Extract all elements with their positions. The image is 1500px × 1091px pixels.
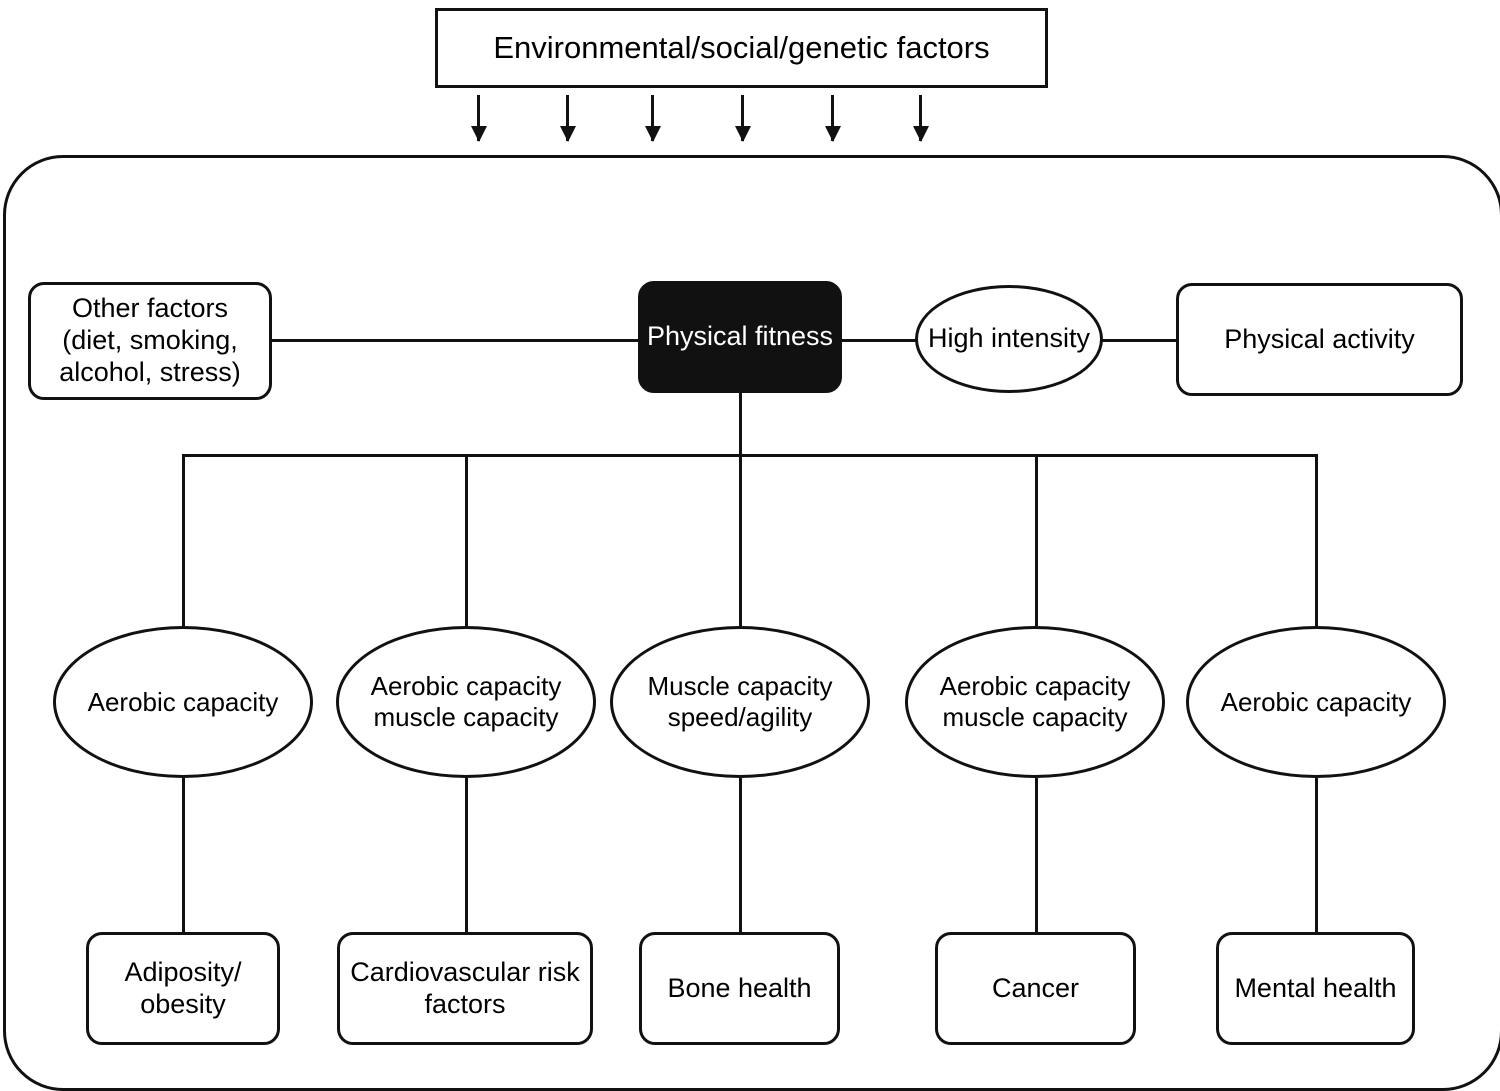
framework-container <box>3 155 1500 1091</box>
capacity-ellipse-5: Aerobic capacity <box>1186 626 1446 778</box>
down-arrow-3 <box>651 95 654 141</box>
outcome-label-3: Bone health <box>667 972 812 1003</box>
outcome-label-5: Mental health <box>1234 972 1397 1003</box>
capacity-label-4: Aerobic capacity muscle capacity <box>939 671 1131 732</box>
outcome-label-2: Cardiovascular risk factors <box>350 956 580 1019</box>
connector-otherfactors-fitness <box>270 339 640 342</box>
connector-outcome-5 <box>1315 778 1318 933</box>
connector-fitness-highintensity <box>841 339 917 342</box>
physical-activity-box: Physical activity <box>1176 283 1463 396</box>
outcome-box-1: Adiposity/ obesity <box>86 932 280 1045</box>
down-arrow-6 <box>919 95 922 141</box>
connector-drop-4 <box>1035 454 1038 626</box>
outcome-box-3: Bone health <box>639 932 840 1045</box>
capacity-ellipse-4: Aerobic capacity muscle capacity <box>905 626 1165 778</box>
connector-drop-3 <box>739 454 742 626</box>
environmental-factors-box: Environmental/social/genetic factors <box>435 8 1048 88</box>
connector-outcome-1 <box>182 778 185 933</box>
physical-fitness-box: Physical fitness <box>638 281 842 393</box>
down-arrow-5 <box>831 95 834 141</box>
connector-highintensity-activity <box>1100 339 1178 342</box>
capacity-label-2: Aerobic capacity muscle capacity <box>370 671 562 732</box>
outcome-label-4: Cancer <box>991 972 1080 1003</box>
capacity-ellipse-1: Aerobic capacity <box>53 626 313 778</box>
connector-drop-2 <box>465 454 468 626</box>
connector-fitness-stem <box>739 393 742 456</box>
outcome-box-4: Cancer <box>935 932 1136 1045</box>
environmental-factors-label: Environmental/social/genetic factors <box>493 29 990 65</box>
down-arrow-1 <box>477 95 480 141</box>
capacity-label-5: Aerobic capacity <box>1220 686 1412 717</box>
connector-drop-5 <box>1315 454 1318 626</box>
other-factors-box: Other factors (diet, smoking, alcohol, s… <box>28 282 272 400</box>
connector-drop-1 <box>182 454 185 626</box>
connector-outcome-4 <box>1035 778 1038 933</box>
outcome-box-5: Mental health <box>1216 932 1415 1045</box>
capacity-ellipse-2: Aerobic capacity muscle capacity <box>336 626 596 778</box>
connector-outcome-2 <box>465 778 468 933</box>
capacity-ellipse-3: Muscle capacity speed/agility <box>610 626 870 778</box>
capacity-label-3: Muscle capacity speed/agility <box>647 671 833 732</box>
outcome-box-2: Cardiovascular risk factors <box>337 932 593 1045</box>
down-arrow-4 <box>741 95 744 141</box>
physical-activity-label: Physical activity <box>1224 323 1415 354</box>
high-intensity-ellipse: High intensity <box>915 285 1103 393</box>
other-factors-label: Other factors (diet, smoking, alcohol, s… <box>59 293 241 387</box>
connector-bus <box>183 454 1318 457</box>
high-intensity-label: High intensity <box>927 323 1091 354</box>
down-arrow-2 <box>566 95 569 141</box>
outcome-label-1: Adiposity/ obesity <box>124 956 242 1019</box>
capacity-label-1: Aerobic capacity <box>87 686 279 717</box>
physical-fitness-label: Physical fitness <box>646 321 834 352</box>
connector-outcome-3 <box>739 778 742 933</box>
